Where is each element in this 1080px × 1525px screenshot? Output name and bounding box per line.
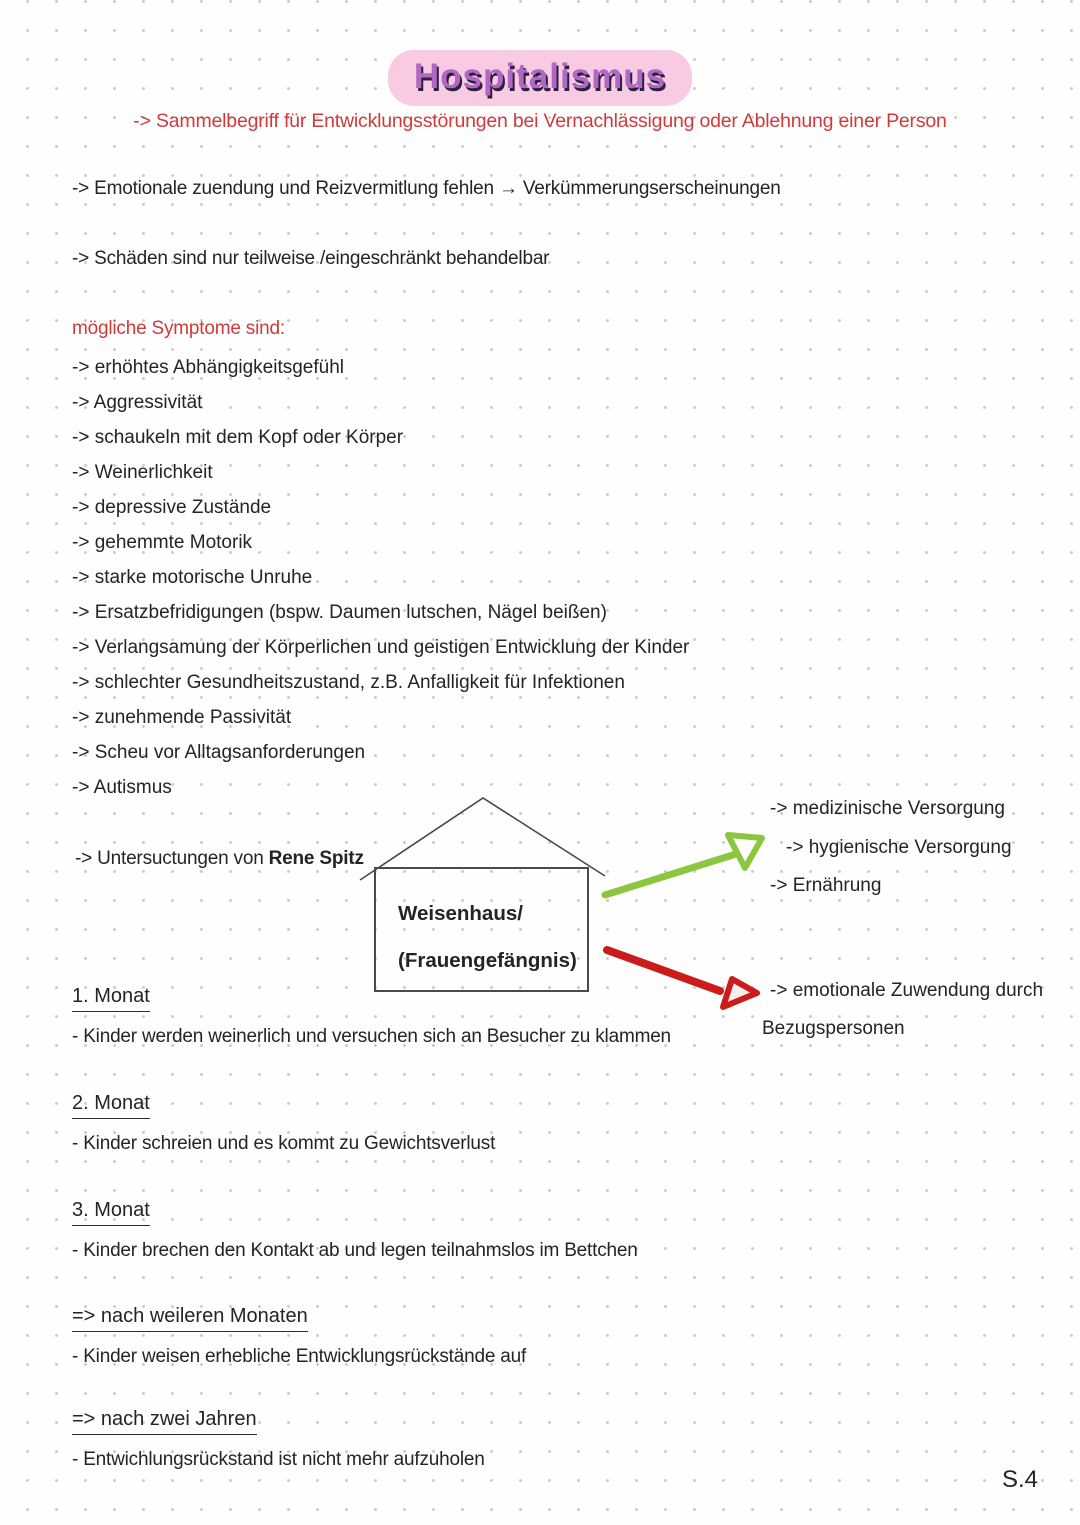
symptom-item: -> Scheu vor Alltagsanforderungen [72,742,366,763]
section-month-3: 3. Monat [72,1199,150,1226]
red-arrow-shaft [603,946,724,995]
section-after-two-years: => nach zwei Jahren [72,1408,257,1435]
green-outcome-1: -> medizinische Versorgung [770,798,1005,819]
section-body: - Kinder weisen erhebliche Entwicklungsr… [72,1346,527,1367]
intro-line-1: -> Emotionale zuendung und Reizvermitlun… [72,178,781,199]
subtitle: -> Sammelbegriff für Entwicklungsstörung… [133,110,947,132]
section-heading: => nach zwei Jahren [72,1408,257,1435]
symptom-item: -> erhöhtes Abhängigkeitsgefühl [72,357,345,378]
green-arrow-shaft [601,850,740,899]
section-heading: 2. Monat [72,1092,150,1119]
section-heading: 1. Monat [72,985,150,1012]
section-month-1: 1. Monat [72,985,150,1012]
house-diagram [359,797,765,1010]
section-heading: 3. Monat [72,1199,150,1226]
symptom-item: -> Ersatzbefridigungen (bspw. Daumen lut… [72,602,607,623]
symptom-item: -> schaukeln mit dem Kopf oder Körper [72,427,404,448]
symptom-item: -> gehemmte Motorik [72,532,253,553]
green-outcome-3: -> Ernährung [770,875,882,896]
page-number: S.4 [1002,1466,1039,1493]
page-title: Hospitalismus [387,50,693,106]
section-heading: => nach weileren Monaten [72,1305,308,1332]
symptom-item: -> zunehmende Passivität [72,707,292,728]
spitz-prefix: -> Untersuctungen von [75,848,269,869]
green-arrow-head [725,832,765,871]
spitz-name: Rene Spitz [268,848,364,869]
section-body: - Entwichlungsrückstand ist nicht mehr a… [72,1449,485,1470]
symptom-item: -> schlechter Gesundheitszustand, z.B. A… [72,672,625,693]
red-outcome-line1: -> emotionale Zuwendung durch [770,980,1044,1001]
house-label-line1: Weisenhaus/ [398,902,523,925]
section-body: - Kinder schreien und es kommt zu Gewich… [72,1133,496,1154]
spitz-line: -> Untersuctungen von Rene Spitz [75,848,364,870]
symptom-item: -> Weinerlichkeit [72,462,213,483]
house-label-line2: (Frauengefängnis) [398,949,577,972]
section-month-2: 2. Monat [72,1092,150,1119]
house-box [374,867,589,992]
symptoms-list: -> erhöhtes Abhängigkeitsgefühl -> Aggre… [72,350,689,805]
symptom-item: -> depressive Zustände [72,497,272,518]
green-outcome-2: -> hygienische Versorgung [786,837,1012,858]
symptom-item: -> Autismus [72,777,172,798]
intro-line-2: -> Schäden sind nur teilweise /eingeschr… [72,248,550,269]
symptom-item: -> Verlangsamung der Körperlichen und ge… [72,637,690,658]
red-arrow-head [720,976,760,1010]
page-title-row: Hospitalismus [0,50,1080,106]
section-body: - Kinder brechen den Kontakt ab und lege… [72,1240,638,1261]
symptom-item: -> Aggressivität [72,392,203,413]
section-body: - Kinder werden weinerlich und versuchen… [72,1026,671,1047]
house-roof [359,797,606,881]
house-label: Weisenhaus/ (Frauengefängnis) [398,890,577,984]
red-outcome-line2: Bezugspersonen [762,1018,905,1039]
section-after-months: => nach weileren Monaten [72,1305,308,1332]
symptoms-heading: mögliche Symptome sind: [72,318,285,339]
symptom-item: -> starke motorische Unruhe [72,567,313,588]
